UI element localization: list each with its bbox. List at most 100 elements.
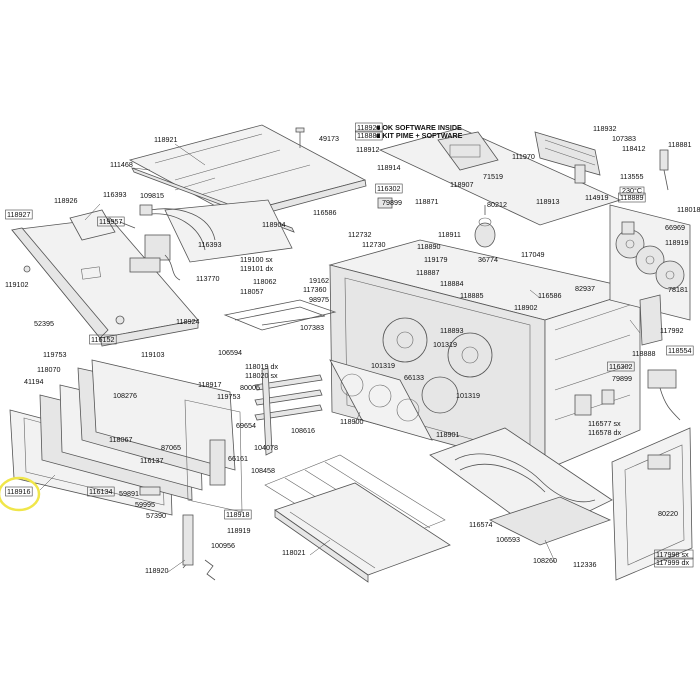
part-label: 118887 <box>416 268 439 277</box>
part-number: 118919 <box>227 526 250 535</box>
part-label: 108276 <box>113 391 137 400</box>
part-number: 41194 <box>24 377 43 386</box>
part-number: 119102 <box>5 280 28 289</box>
part-label: 109815 <box>140 191 164 200</box>
part-label: 71519 <box>483 172 503 181</box>
part-label: 112730 <box>362 240 385 249</box>
part-label: 69654 <box>236 421 256 430</box>
part-number: 118914 <box>377 163 400 172</box>
part-number: 19162 <box>309 276 329 285</box>
part-label: 111468 <box>110 160 133 169</box>
part-label: 117998 sx <box>654 549 694 560</box>
door-assembly <box>9 359 243 581</box>
software-tag-text: ■ KIT PIME + SOFTWARE <box>376 131 463 140</box>
part-label: 118021 <box>282 548 305 557</box>
part-label: 118881 <box>668 140 691 149</box>
part-number: 100956 <box>211 541 235 550</box>
part-label: 116134 <box>87 486 115 497</box>
part-label: 36774 <box>478 255 498 264</box>
lamp-holder <box>574 394 592 416</box>
part-label: 116574 <box>469 520 492 529</box>
part-number: 119957 <box>99 217 122 226</box>
part-number: 80220 <box>658 509 678 518</box>
part-number: 119103 <box>141 350 164 359</box>
part-number: 118923 <box>357 123 380 132</box>
part-number: 118916 <box>7 487 30 496</box>
part-number: 118884 <box>440 279 463 288</box>
part-label: 108458 <box>251 466 275 475</box>
part-label: 19162 <box>309 276 329 285</box>
label-box <box>355 130 383 141</box>
part-label: 116302 <box>375 183 403 194</box>
part-number: 116134 <box>89 487 112 496</box>
part-number: 116577 sx <box>588 419 621 428</box>
part-number: 116578 dx <box>588 428 621 437</box>
part-label: 116302 <box>607 361 635 372</box>
connector-part <box>659 149 669 171</box>
part-label: 118890 <box>417 242 440 251</box>
fan-cover <box>329 359 433 441</box>
part-number: 101319 <box>371 361 395 370</box>
part-label: 118902 <box>514 303 537 312</box>
part-label: 107383 <box>612 134 636 143</box>
part-label: 118888 <box>632 349 655 358</box>
part-number: 116302 <box>609 362 632 371</box>
part-number: 116152 <box>91 335 114 344</box>
side-panel <box>639 294 663 346</box>
part-label: 52395 <box>34 319 54 328</box>
screw-part <box>295 127 305 148</box>
part-number: 119753 <box>217 392 240 401</box>
part-label: 116586 <box>538 291 561 300</box>
part-label: 119179 <box>424 255 447 264</box>
part-label: 118070 <box>37 365 60 374</box>
part-label: 118871 <box>415 197 438 206</box>
part-number: 119753 <box>43 350 66 359</box>
part-number: 118924 <box>176 317 199 326</box>
part-label: 118911 <box>438 230 461 239</box>
part-label: 82937 <box>575 284 595 293</box>
part-number: 116393 <box>198 240 221 249</box>
side-rails <box>254 367 323 456</box>
part-label: 80212 <box>487 200 507 209</box>
part-label: 118926 <box>54 196 77 205</box>
part-number: 116393 <box>103 190 126 199</box>
part-label: 119957 <box>97 216 125 227</box>
part-label: 107383 <box>300 323 324 332</box>
part-label: 104078 <box>254 443 278 452</box>
part-number: 118021 <box>282 548 305 557</box>
part-number: 118057 <box>240 287 263 296</box>
part-number: 66133 <box>404 373 424 382</box>
side-door-panel <box>611 427 693 581</box>
part-number: 108616 <box>291 426 315 435</box>
part-number: 118070 <box>37 365 60 374</box>
part-label: 112732 <box>348 230 371 239</box>
part-number: 107383 <box>300 323 324 332</box>
thermostat-part <box>621 221 635 235</box>
part-number: 101319 <box>433 340 457 349</box>
cavity-side <box>544 289 641 471</box>
part-label: 118904 <box>262 220 285 229</box>
part-number: 111468 <box>110 160 133 169</box>
part-label: 118919 <box>665 238 688 247</box>
part-label: 118018 <box>677 205 700 214</box>
part-number: 118882 <box>357 131 380 140</box>
part-label: 101319 <box>371 361 395 370</box>
part-number: 118020 sx <box>245 371 278 380</box>
part-label: 79899 <box>382 198 402 207</box>
part-label: 101319 <box>433 340 457 349</box>
part-number: 118554 <box>668 346 691 355</box>
part-label: 118920 <box>145 566 168 575</box>
part-label: 119753 <box>43 350 66 359</box>
part-label: 116393 <box>103 190 126 199</box>
part-label: 100956 <box>211 541 235 550</box>
part-number: 118921 <box>154 135 177 144</box>
leader-lines <box>39 143 641 573</box>
part-number: 118885 <box>460 291 483 300</box>
part-label: 118882 <box>355 130 383 141</box>
label-box <box>87 486 115 497</box>
part-label: 78181 <box>668 285 688 294</box>
part-number: 59995 <box>135 500 155 509</box>
part-number: 82937 <box>575 284 595 293</box>
part-label: 118885 <box>460 291 483 300</box>
